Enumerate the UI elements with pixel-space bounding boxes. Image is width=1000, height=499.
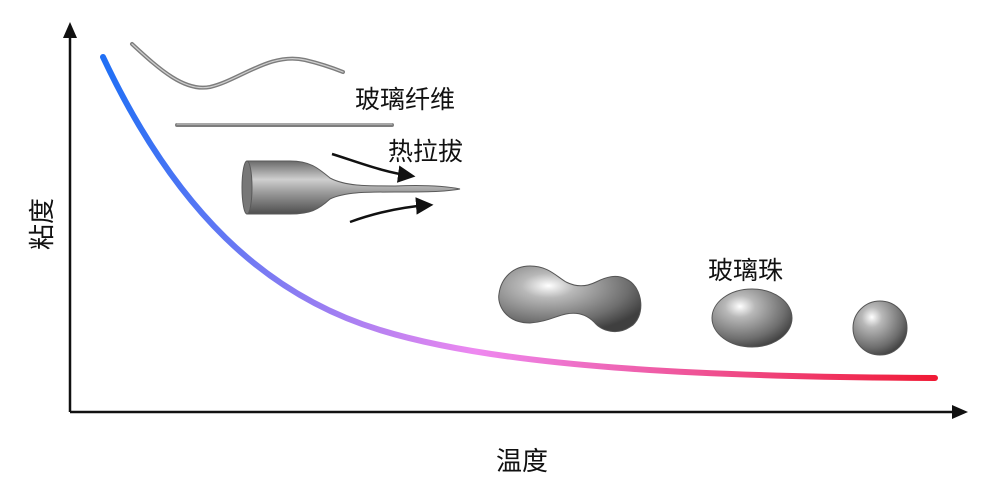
- y-axis-label: 粘度: [28, 198, 58, 250]
- axes: [63, 22, 968, 419]
- upper-arrow-icon: [331, 152, 416, 183]
- ellipsoid-bead-icon: [711, 288, 793, 348]
- necking-droplet-icon: [498, 265, 642, 333]
- glass-fiber-label: 玻璃纤维: [355, 85, 455, 114]
- glass-bead-label: 玻璃珠: [708, 256, 783, 285]
- wavy-fiber-icon: [130, 42, 345, 90]
- glass-bead-illustration: [498, 265, 908, 356]
- x-axis-arrow-icon: [952, 405, 968, 419]
- lower-arrow-icon: [349, 197, 434, 224]
- viscosity-curve: [100, 54, 938, 381]
- x-axis-label: 温度: [496, 447, 548, 477]
- sphere-bead-icon: [852, 300, 908, 356]
- hot-drawing-illustration: [241, 152, 461, 224]
- hot-drawing-label: 热拉拔: [388, 137, 463, 166]
- y-axis-arrow-icon: [63, 22, 77, 38]
- drawn-preform-icon: [243, 160, 461, 215]
- glass-fiber-illustration: [130, 42, 394, 127]
